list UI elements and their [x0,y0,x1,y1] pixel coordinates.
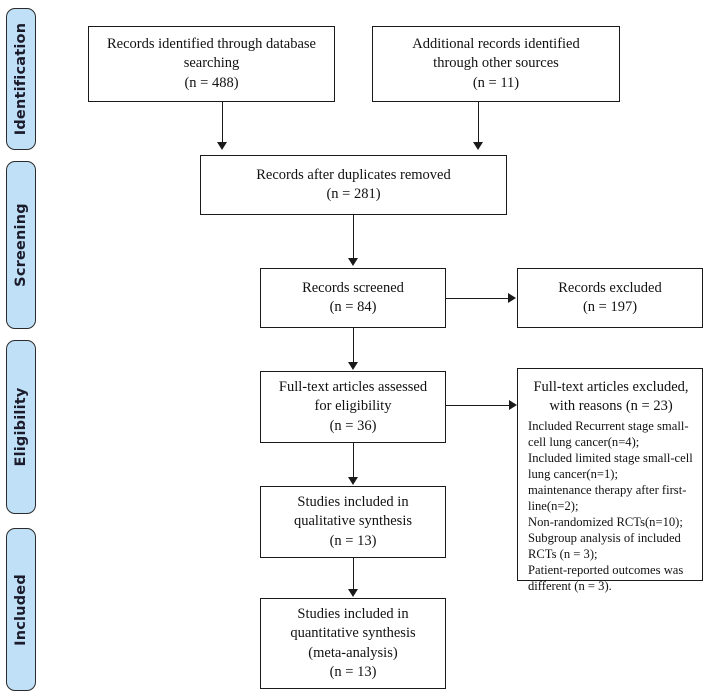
box-fulltext-line2: for eligibility [314,398,392,415]
reason-item: Patient-reported outcomes was different … [528,562,684,593]
stage-tab-eligibility: Eligibility [6,340,36,514]
box-quantitative-count: (n = 13) [329,663,377,680]
box-duplicates-line1: Records after duplicates removed [256,166,451,183]
arrowhead-screened-to-excluded [508,293,516,303]
box-fulltext-count: (n = 36) [329,417,377,434]
box-db-search-count: (n = 488) [184,74,239,91]
reason-item: Included limited stage small-cell lung c… [528,450,693,481]
connector-other-sources-to-duplicates [478,102,479,144]
box-excluded-count: (n = 197) [582,299,638,315]
arrowhead-duplicates-to-screened [348,258,358,266]
connector-fulltext-to-reasons [446,405,510,406]
box-quantitative-line3: (meta-analysis) [308,644,398,661]
box-other-sources-count: (n = 11) [472,74,520,91]
box-studies-quantitative-synthesis: Studies included in quantitative synthes… [260,598,446,689]
box-fulltext-line1: Full-text articles assessed [278,379,428,396]
box-db-search-line2: searching [183,55,240,72]
connector-fulltext-to-qualitative [353,443,354,479]
connector-qualitative-to-quantitative [353,558,354,591]
box-other-sources-line1: Additional records identified [412,36,580,53]
reason-item: Subgroup analysis of included RCTs (n = … [528,530,681,561]
stage-tab-included: Included [6,528,36,691]
box-quantitative-line1: Studies included in [297,606,409,623]
box-qualitative-line1: Studies included in [297,494,409,511]
stage-tab-included-label: Included [13,573,29,646]
box-studies-qualitative-synthesis: Studies included in qualitative synthesi… [260,486,446,558]
box-records-excluded: Records excluded (n = 197) [517,268,703,328]
box-qualitative-count: (n = 13) [329,532,377,549]
arrowhead-db-search-to-duplicates [217,142,227,150]
stage-tab-screening-label: Screening [13,203,29,287]
connector-screened-to-excluded [446,298,509,299]
reasons-head-count: (n = 23) [625,397,673,414]
stage-tab-identification: Identification [6,8,36,150]
box-records-after-duplicates-removed: Records after duplicates removed (n = 28… [200,155,507,215]
box-fulltext-excluded-with-reasons: Full-text articles excluded, with reason… [517,368,703,593]
reason-item: maintenance therapy after first-line(n=2… [528,482,687,513]
arrowhead-fulltext-to-qualitative [348,477,358,485]
arrowhead-fulltext-to-reasons [509,400,517,410]
box-screened-line1: Records screened [302,279,404,296]
stage-tab-screening: Screening [6,161,36,329]
reason-item: Included Recurrent stage small-cell lung… [528,418,689,449]
box-records-identified-database: Records identified through database sear… [88,26,335,102]
connector-screened-to-fulltext [353,328,354,364]
arrowhead-qualitative-to-quantitative [348,589,358,597]
box-additional-records-other-sources: Additional records identified through ot… [372,26,620,102]
connector-duplicates-to-screened [353,215,354,260]
box-excluded-line1: Records excluded [558,279,662,296]
box-db-search-line1: Records identified through database [107,36,316,53]
box-other-sources-line2: through other sources [433,55,559,72]
arrowhead-screened-to-fulltext [348,362,358,370]
box-quantitative-line2: quantitative synthesis [290,625,416,642]
reasons-heading: Full-text articles excluded, with reason… [528,378,694,416]
reasons-list: Included Recurrent stage small-cell lung… [528,419,694,595]
box-qualitative-line2: qualitative synthesis [294,513,412,530]
box-duplicates-count: (n = 281) [326,186,381,202]
box-screened-count: (n = 84) [329,299,377,315]
box-fulltext-assessed: Full-text articles assessed for eligibil… [260,371,446,443]
stage-tab-eligibility-label: Eligibility [13,387,29,467]
arrowhead-other-sources-to-duplicates [473,142,483,150]
reasons-head-line2: with reasons [549,397,623,414]
reason-item: Non-randomized RCTs(n=10); [528,514,683,529]
box-records-screened: Records screened (n = 84) [260,268,446,328]
connector-db-search-to-duplicates [222,102,223,144]
stage-tab-identification-label: Identification [13,22,29,136]
reasons-head-line1: Full-text articles excluded, [533,379,689,395]
